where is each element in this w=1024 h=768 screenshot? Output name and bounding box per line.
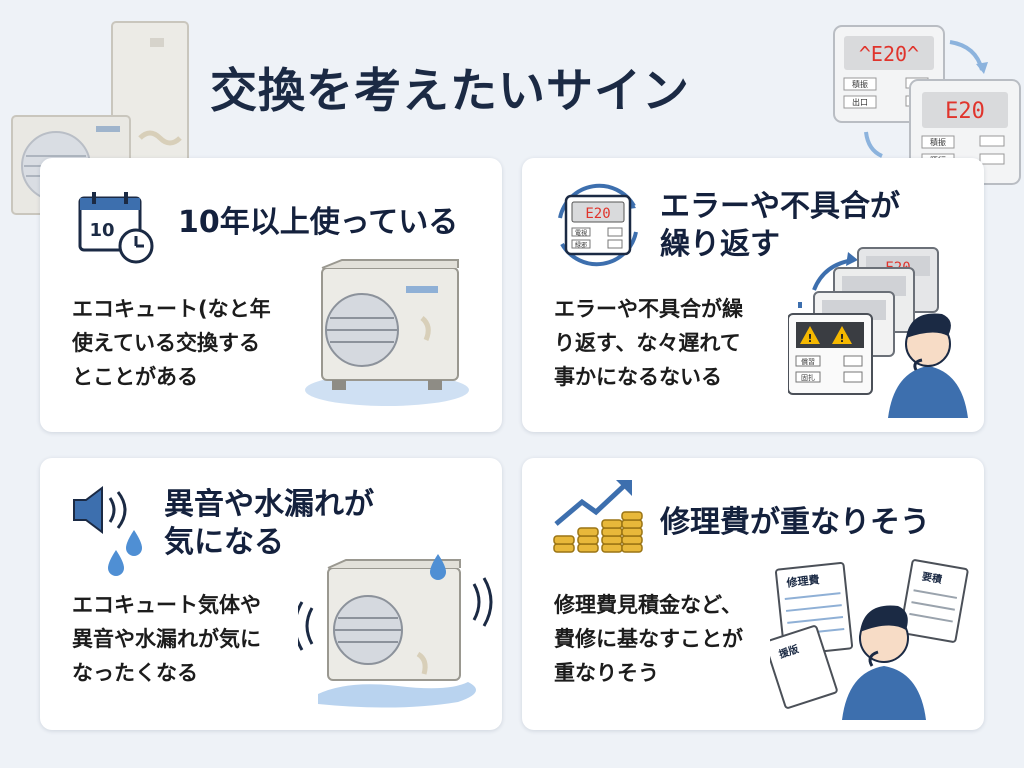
card-description: 修理費見積金など、 費修に基なすことが 重なりそう	[554, 593, 743, 685]
speaker-water-drops-icon	[73, 486, 142, 576]
header-display-top-text: ^E20^	[859, 42, 919, 66]
calendar-label: 10	[89, 220, 114, 241]
svg-text:緑邪: 緑邪	[575, 241, 587, 249]
sign-card-noise-leak: 異音や水漏れが 気になる エコキュート気体や 異音や水漏れが気に なったくなる	[40, 458, 502, 730]
sign-card-repair-costs: 修理費が重なりそう 修理費見積金など、 費修に基なすことが 重なりそう 修理費 …	[522, 458, 984, 730]
outdoor-unit-illustration	[305, 259, 469, 406]
error-remote-refresh-icon: E20 電視 緑邪	[558, 183, 638, 267]
invoices-worried-person-illustration: 修理費 援版 要積	[770, 559, 969, 720]
card-description: エコキュート気体や 異音や水漏れが気に なったくなる	[72, 593, 261, 685]
leaking-outdoor-unit-illustration	[298, 554, 493, 708]
svg-text:要積: 要積	[921, 570, 944, 586]
svg-text:積振: 積振	[852, 79, 868, 89]
sign-card-repeated-errors: E20 電視 緑邪 エラーや不具合が 繰り返す エラーや不具合が繰 り返す、な々…	[522, 158, 984, 432]
svg-text:!: !	[807, 332, 812, 345]
card-title: 10年以上使っている	[178, 205, 459, 240]
sign-card-long-use: 10 10年以上使っている エコキュート(なと年 使えている交換する とことがあ…	[40, 158, 502, 432]
card-title: 修理費が重なりそう	[660, 505, 930, 540]
svg-text:出口: 出口	[852, 97, 868, 107]
card-description: エコキュート(なと年 使えている交換する とことがある	[72, 297, 271, 389]
calendar-clock-icon: 10	[78, 192, 154, 264]
coins-rising-arrow-icon	[553, 480, 643, 553]
remote-display-text: E20	[585, 206, 610, 222]
header-display-bottom-text: E20	[945, 99, 985, 124]
svg-text:電視: 電視	[575, 229, 587, 237]
card-title: エラーや不具合が 繰り返す	[660, 189, 900, 262]
page-title: 交換を考えたいサイン	[210, 64, 690, 119]
card-description: エラーや不具合が繰 り返す、な々遅れて 事かになるないる	[554, 297, 743, 389]
svg-text:償習: 償習	[801, 357, 815, 366]
svg-text:積振: 積振	[930, 137, 946, 147]
card-title: 異音や水漏れが 気になる	[164, 487, 374, 560]
invoice-label: 修理費	[785, 572, 820, 589]
error-panels-worried-person-illustration: E20 ! ! 償習 固扎	[788, 247, 968, 418]
svg-text:!: !	[839, 332, 844, 345]
svg-text:固扎: 固扎	[801, 373, 815, 382]
